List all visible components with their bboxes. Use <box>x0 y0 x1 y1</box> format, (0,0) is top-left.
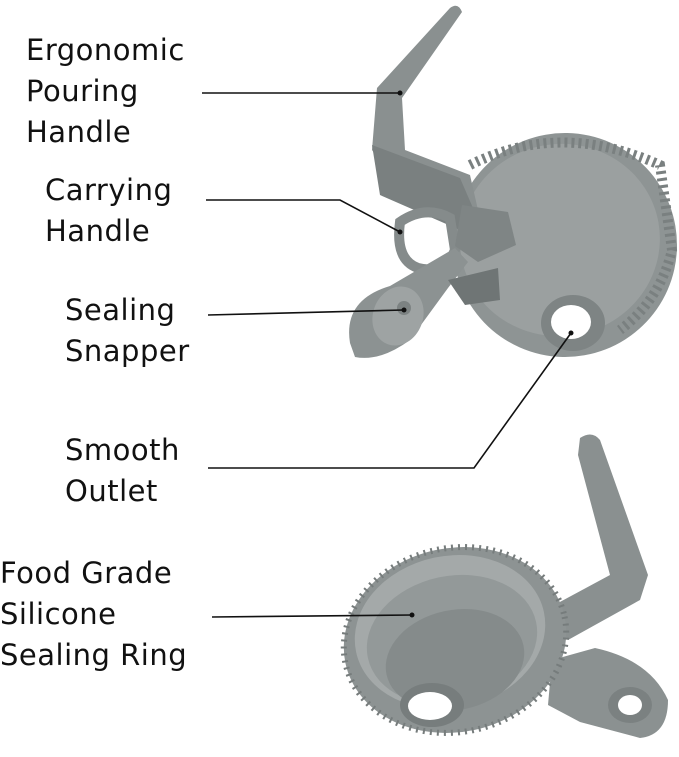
bottom-snapper-tab <box>548 648 668 738</box>
label-carrying-handle-line-2: Handle <box>45 214 151 248</box>
label-sealing-snapper-line-1: Sealing <box>65 293 176 327</box>
label-smooth-outlet: Smooth Outlet <box>65 430 180 512</box>
label-pouring-handle: Ergonomic Pouring Handle <box>26 30 185 153</box>
leader-line-carrying-handle <box>206 199 401 233</box>
leader-line-silicone-ring <box>211 614 413 618</box>
leader-dot-smooth-outlet <box>568 330 574 336</box>
label-silicone-ring-line-2: Silicone <box>0 597 117 631</box>
bottom-lid <box>340 434 668 738</box>
label-pouring-handle-line-2: Pouring <box>26 74 139 108</box>
leader-dot-silicone-ring <box>409 612 415 618</box>
label-carrying-handle-line-1: Carrying <box>45 173 173 207</box>
label-carrying-handle: Carrying Handle <box>45 170 172 252</box>
label-pouring-handle-line-3: Handle <box>26 115 132 149</box>
label-smooth-outlet-line-1: Smooth <box>65 433 180 467</box>
top-lid <box>349 5 678 358</box>
leader-dot-sealing-snapper <box>401 307 407 313</box>
label-pouring-handle-line-1: Ergonomic <box>26 33 185 67</box>
leader-dot-carrying-handle <box>397 229 403 235</box>
label-silicone-ring-line-1: Food Grade <box>0 556 173 590</box>
label-sealing-snapper-line-2: Snapper <box>65 334 190 368</box>
leader-line-sealing-snapper <box>207 309 405 316</box>
label-silicone-ring-line-3: Sealing Ring <box>0 638 188 672</box>
label-smooth-outlet-line-2: Outlet <box>65 474 158 508</box>
bottom-pouring-handle <box>545 434 648 640</box>
leader-lines <box>202 92 572 618</box>
label-sealing-snapper: Sealing Snapper <box>65 290 190 372</box>
leader-dot-pouring-handle <box>397 90 403 96</box>
leader-line-smooth-outlet <box>208 332 572 469</box>
label-silicone-ring: Food Grade Silicone Sealing Ring <box>0 553 187 676</box>
